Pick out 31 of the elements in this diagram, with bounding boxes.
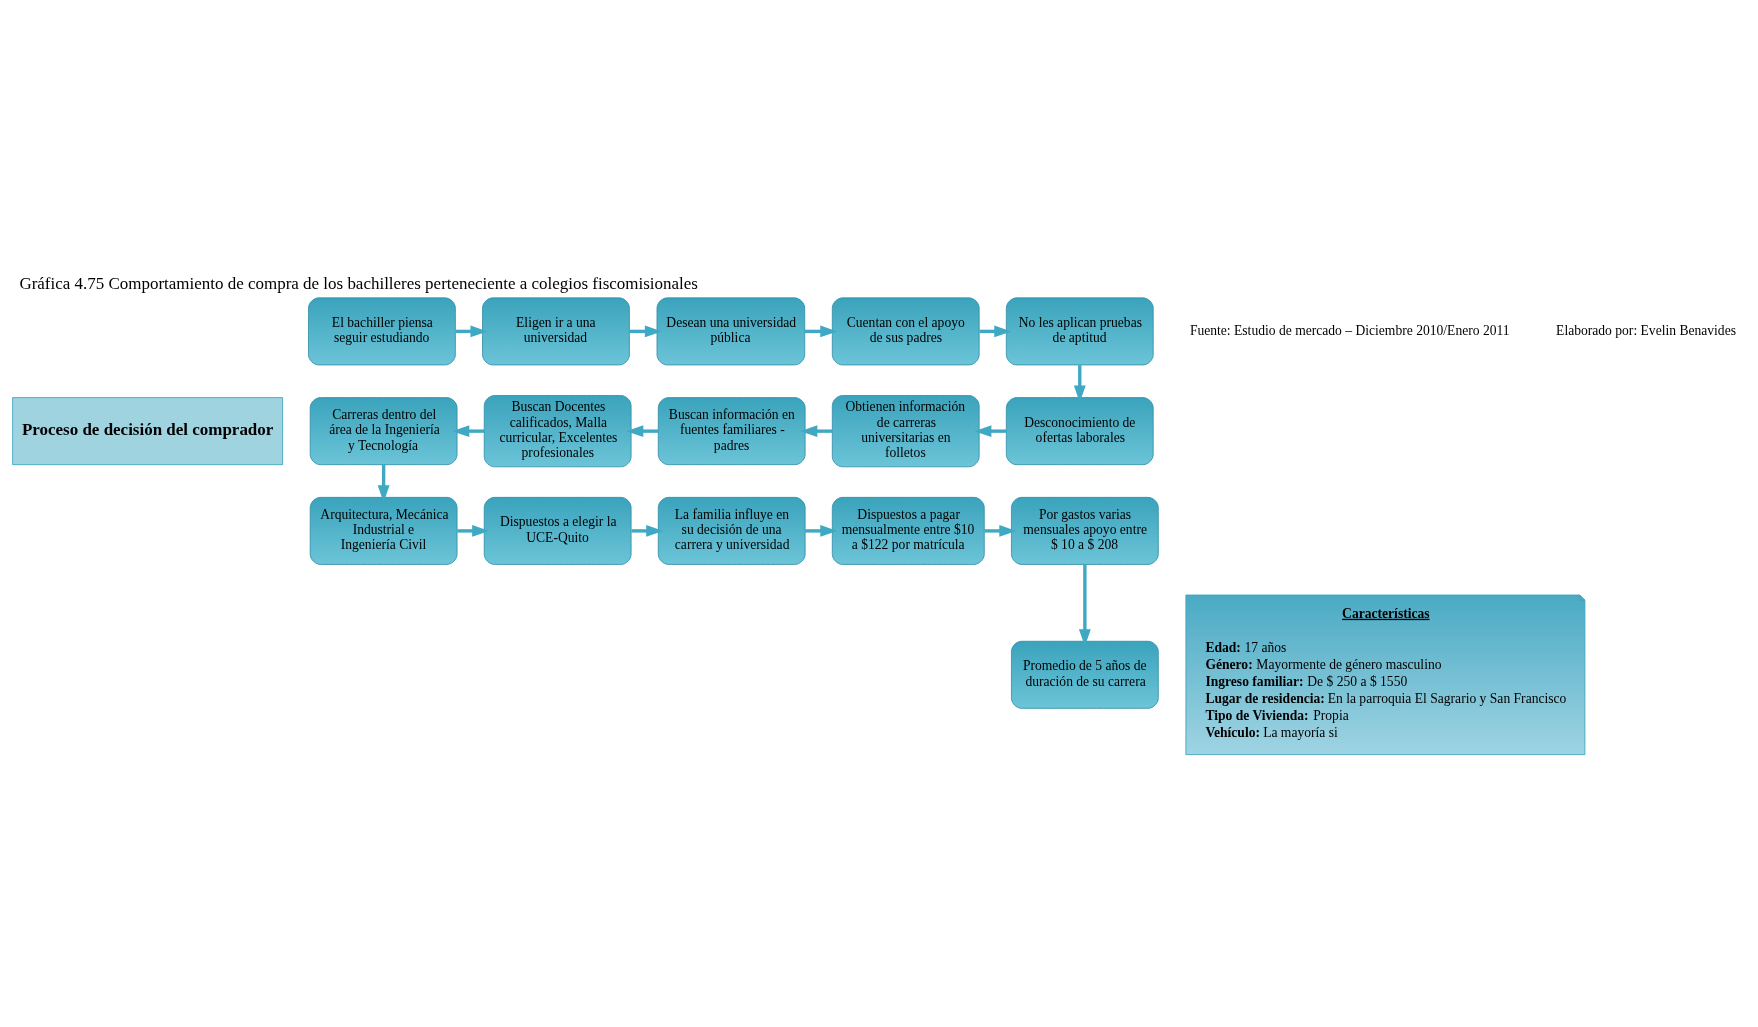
diagram-title: Gráfica 4.75 Comportamiento de compra de los bachilleres perteneciente a colegios fiscomisionales [19,274,698,294]
arrow [805,524,838,537]
node-box: La familia influye en su decisión de una carrera y universidad [657,496,806,565]
arrow [377,464,390,503]
node-box: Proceso de decisión del comprador [12,397,284,466]
node-box: Dispuestos a pagar mensualmente entre $10 a $122 por matrícula [831,496,985,565]
arrow [457,524,490,537]
label: Fuente: Estudio de mercado – Diciembre 2010/Enero 2011 [1189,322,1510,338]
node-box: Desconocimiento de ofertas laborales [1005,397,1154,466]
node-box: Por gastos varias mensuales apoyo entre $ 10 a $ 208 [1011,496,1159,565]
node-box: No les aplican pruebas de aptitud [1005,297,1154,366]
arrow [1078,564,1091,647]
arrow [626,425,659,438]
arrow [800,425,833,438]
node-box: Promedio de 5 años de duración de su carrera [1011,640,1159,709]
node-box: Desean una universidad pública [656,297,806,366]
node-box: Carreras dentro del área de la Ingeniería y Tecnología [309,397,458,466]
node-box: Buscan información en fuentes familiares - padres [657,397,806,466]
label: Elaborado por: Evelin Benavides [1556,322,1736,338]
node-box: Dispuestos a elegir la UCE-Quito [483,496,632,565]
arrow [1073,365,1086,403]
node-box: El bachiller piensa seguir estudiando [308,297,456,366]
node-box: Eligen ir a una universidad [482,297,630,366]
arrow [974,425,1007,438]
arrow [452,425,485,438]
arrow [631,524,664,537]
node-box: Obtienen información de carreras universitarias en folletos [831,395,980,468]
arrow [984,524,1017,537]
node-box: Arquitectura, Mecánica Industrial e Ingeniería Civil [309,496,458,565]
node-box: Cuentan con el apoyo de sus padres [831,297,980,366]
node-box: Buscan Docentes calificados, Malla curricular, Excelentes profesionales [483,395,632,468]
